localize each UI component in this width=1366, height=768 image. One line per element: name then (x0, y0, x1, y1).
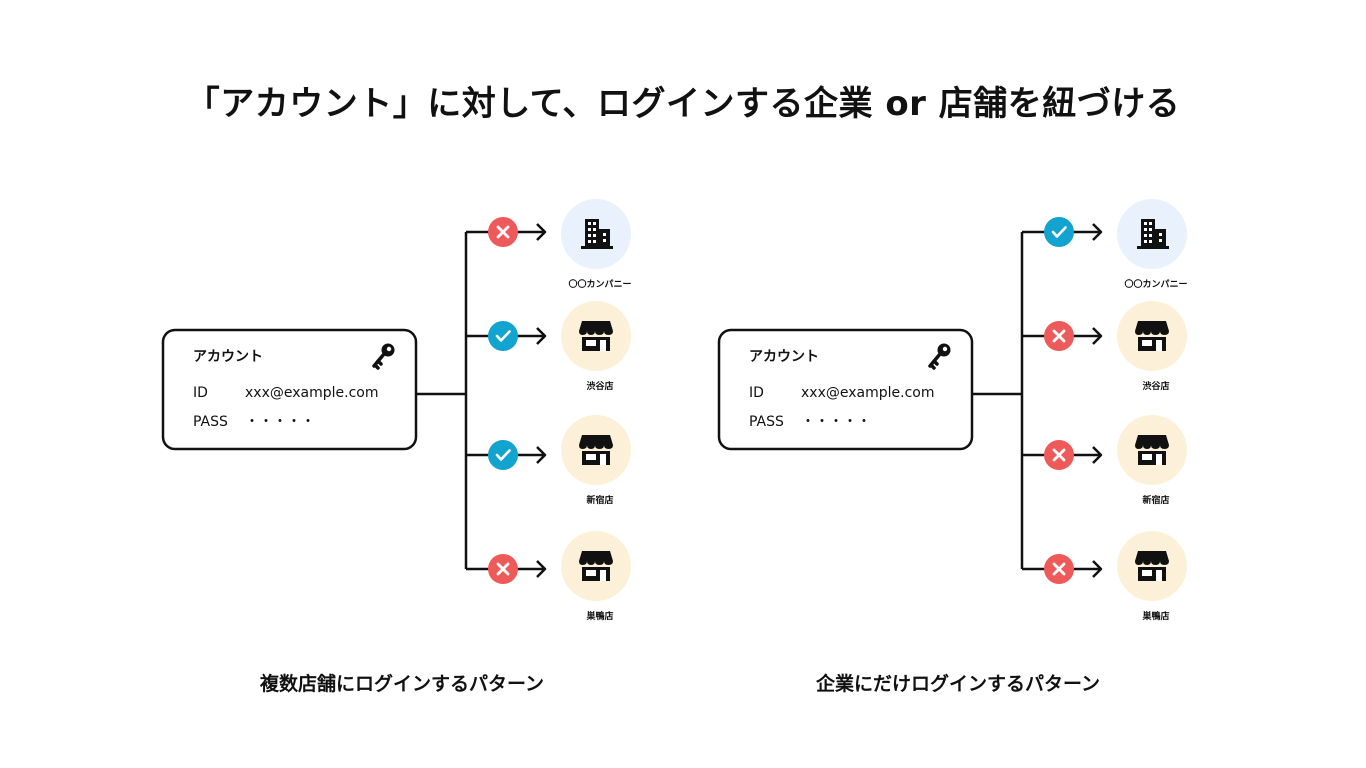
company-node: 〇〇カンパニー (561, 199, 632, 290)
cross-badge (488, 217, 518, 247)
node-circle (561, 531, 631, 601)
node-label: 〇〇カンパニー (568, 278, 631, 290)
store-node: 新宿店 (561, 415, 631, 506)
check-icon (495, 449, 511, 461)
node-circle (1117, 301, 1187, 371)
check-circle (1044, 217, 1074, 247)
cross-badge (488, 554, 518, 584)
pass-label: PASS (749, 414, 784, 430)
company-node: 〇〇カンパニー (1117, 199, 1188, 290)
check-circle (488, 321, 518, 351)
cross-icon (1052, 562, 1066, 576)
cross-badge (1044, 440, 1074, 470)
check-circle (488, 440, 518, 470)
check-badge (1044, 217, 1074, 247)
id-value: xxx@example.com (245, 385, 378, 401)
store-icon (579, 435, 613, 465)
pattern-caption: 企業にだけログインするパターン (815, 672, 1100, 695)
store-icon (1135, 321, 1169, 351)
node-label: 新宿店 (1142, 494, 1169, 506)
cross-badge (1044, 554, 1074, 584)
store-icon (1135, 551, 1169, 581)
pattern-caption: 複数店舗にログインするパターン (259, 672, 544, 695)
id-value: xxx@example.com (801, 385, 934, 401)
node-circle (561, 415, 631, 485)
account-card-frame (161, 328, 418, 451)
account-header: アカウント (749, 349, 819, 365)
store-node: 巣鴨店 (1117, 531, 1187, 622)
cross-icon (1052, 448, 1066, 462)
node-circle (1117, 531, 1187, 601)
node-label: 巣鴨店 (1141, 610, 1169, 622)
account-card-frame (717, 328, 974, 451)
node-label: 渋谷店 (1142, 380, 1169, 392)
building-icon (1137, 219, 1169, 249)
cross-icon (496, 562, 510, 576)
store-icon (579, 551, 613, 581)
store-node: 渋谷店 (561, 301, 631, 392)
account-header: アカウント (193, 349, 263, 365)
store-node: 渋谷店 (1117, 301, 1187, 392)
node-circle (1117, 415, 1187, 485)
check-badge (488, 440, 518, 470)
check-badge (488, 321, 518, 351)
building-icon (581, 219, 613, 249)
page-title: 「アカウント」に対して、ログインする企業 or 店舗を紐づける (185, 84, 1181, 124)
node-label: 巣鴨店 (585, 610, 613, 622)
pass-value: ・・・・・ (801, 414, 871, 430)
check-icon (1051, 226, 1067, 238)
node-label: 渋谷店 (586, 380, 613, 392)
store-icon (579, 321, 613, 351)
pass-label: PASS (193, 414, 228, 430)
node-circle (561, 301, 631, 371)
key-icon (372, 343, 395, 370)
node-label: 〇〇カンパニー (1124, 278, 1187, 290)
cross-icon (1052, 329, 1066, 343)
id-label: ID (193, 385, 208, 401)
key-icon (928, 343, 951, 370)
store-node: 巣鴨店 (561, 531, 631, 622)
store-node: 新宿店 (1117, 415, 1187, 506)
check-icon (495, 330, 511, 342)
id-label: ID (749, 385, 764, 401)
store-icon (1135, 435, 1169, 465)
cross-icon (496, 225, 510, 239)
pass-value: ・・・・・ (245, 414, 315, 430)
cross-badge (1044, 321, 1074, 351)
node-label: 新宿店 (586, 494, 613, 506)
